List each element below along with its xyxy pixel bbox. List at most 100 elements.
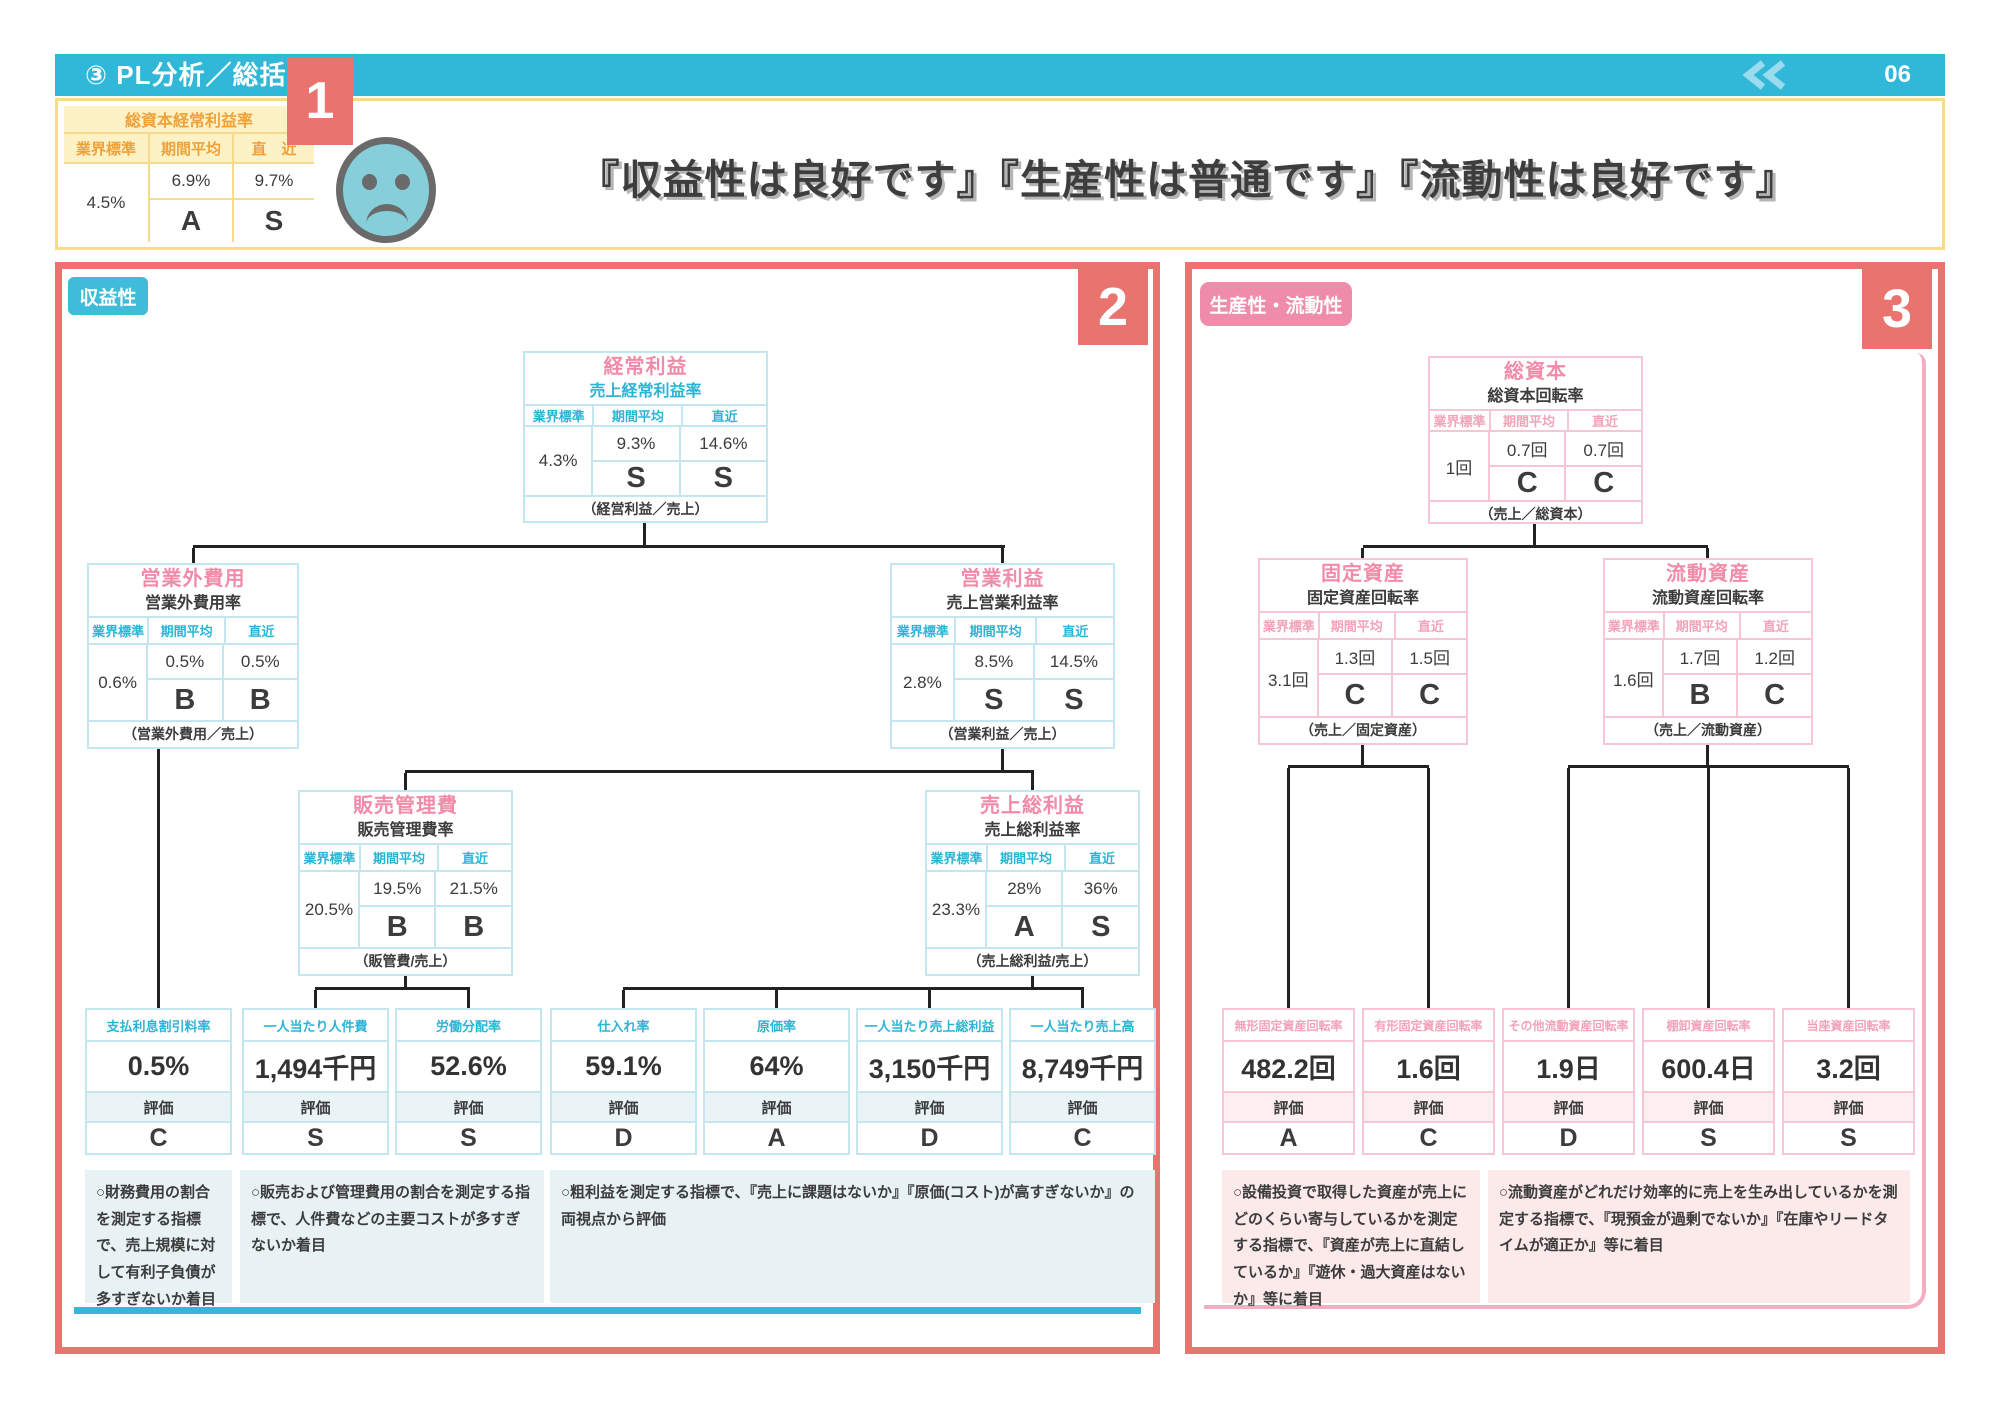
header-industry-standard: 業界標準 bbox=[303, 851, 356, 866]
recent-column: 14.5% S bbox=[1032, 645, 1114, 720]
metric-eval-label: 評価 bbox=[705, 1093, 848, 1123]
box-formula: （売上／総資本） bbox=[1430, 500, 1641, 527]
period-average-grade: B bbox=[174, 683, 196, 716]
metric-eval-label: 評価 bbox=[87, 1093, 230, 1123]
box-header-row: 業界標準 期間平均 直近 bbox=[1260, 611, 1466, 640]
period-average-value: 6.9% bbox=[150, 164, 234, 200]
metric-eval-label: 評価 bbox=[1364, 1093, 1493, 1123]
page-number: 06 bbox=[1884, 61, 1911, 88]
metric-box-tangible-fixed-asset-turnover: 有形固定資産回転率 1.6回 評価 C bbox=[1362, 1008, 1495, 1155]
box-values: 20.5% 19.5% B 21.5% B bbox=[300, 872, 511, 947]
recent-value: 14.6% bbox=[680, 427, 767, 462]
tree-connector bbox=[1567, 768, 1570, 1008]
tree-connector bbox=[1706, 745, 1709, 765]
header-recent: 直近 bbox=[1567, 411, 1641, 430]
panel-accent-frame bbox=[1204, 353, 1926, 1309]
period-average-value: 28% bbox=[986, 872, 1062, 907]
tree-connector bbox=[1533, 521, 1536, 545]
metric-box-sales-per-person: 一人当たり売上高 8,749千円 評価 C bbox=[1009, 1008, 1156, 1155]
sad-face-icon bbox=[336, 137, 436, 243]
metric-grade: D bbox=[1559, 1123, 1578, 1152]
header-recent: 直近 bbox=[681, 406, 766, 425]
tree-connector bbox=[1081, 990, 1084, 1008]
recent-grade: S bbox=[1091, 910, 1111, 943]
tree-connector bbox=[157, 748, 160, 1008]
recent-value: 14.5% bbox=[1034, 645, 1114, 680]
metric-grade: A bbox=[1279, 1123, 1298, 1152]
industry-standard-value: 23.3% bbox=[931, 899, 981, 919]
tree-connector bbox=[1707, 768, 1710, 1008]
box-subtitle: 流動資産回転率 bbox=[1651, 590, 1764, 607]
period-average-column: 28% A bbox=[984, 872, 1062, 947]
tree-connector bbox=[1031, 773, 1034, 790]
metric-grade: D bbox=[920, 1123, 939, 1152]
box-values: 1回 0.7回 C 0.7回 C bbox=[1430, 432, 1641, 500]
metric-value: 8,749千円 bbox=[1011, 1042, 1154, 1093]
box-header-row: 業界標準 期間平均 直近 bbox=[525, 404, 766, 427]
tree-box-non-operating-expenses: 営業外費用 営業外費用率 業界標準 期間平均 直近 0.6% 0.5% B 0.… bbox=[87, 563, 299, 749]
metric-label: 一人当たり売上総利益 bbox=[858, 1010, 1001, 1042]
section-badge-3: 3 bbox=[1862, 269, 1932, 349]
recent-grade: C bbox=[1764, 679, 1786, 711]
header-period-average: 期間平均 bbox=[986, 845, 1064, 870]
recent-value: 36% bbox=[1063, 872, 1138, 907]
metric-grade: S bbox=[1700, 1123, 1717, 1152]
tree-box-fixed-assets: 固定資産 固定資産回転率 業界標準 期間平均 直近 3.1回 1.3回 C 1.… bbox=[1258, 558, 1468, 745]
metric-value: 1.9日 bbox=[1504, 1042, 1633, 1093]
industry-standard-value: 3.1回 bbox=[1267, 670, 1309, 690]
profitability-label: 収益性 bbox=[68, 277, 148, 315]
header-recent: 直近 bbox=[224, 618, 297, 643]
note-current-assets: ○流動資産がどれだけ効率的に売上を生み出しているかを測定する指標で、『現預金が過… bbox=[1488, 1170, 1910, 1303]
recent-column: 21.5% B bbox=[434, 872, 511, 947]
recent-value: 0.7回 bbox=[1566, 432, 1641, 467]
header-industry-standard: 業界標準 bbox=[532, 409, 585, 424]
box-title: 販売管理費 bbox=[353, 795, 458, 817]
recent-value: 21.5% bbox=[436, 872, 511, 907]
metric-box-quick-asset-turnover: 当座資産回転率 3.2回 評価 S bbox=[1782, 1008, 1915, 1155]
summary-table: 総資本経常利益率 業界標準 期間平均 直 近 4.5% 6.9% 9.7% A … bbox=[64, 106, 314, 242]
metric-value: 600.4日 bbox=[1644, 1042, 1773, 1093]
period-average-column: 1.7回 B bbox=[1661, 640, 1737, 716]
metric-box-interest-rate: 支払利息割引料率 0.5% 評価 C bbox=[85, 1008, 232, 1155]
tree-connector bbox=[314, 990, 317, 1008]
metric-label: その他流動資産回転率 bbox=[1504, 1010, 1633, 1042]
tree-connector bbox=[1287, 768, 1290, 1008]
box-header-row: 業界標準 期間平均 直近 bbox=[927, 843, 1138, 872]
metric-label: 仕入れ率 bbox=[552, 1010, 695, 1042]
tree-box-current-assets: 流動資産 流動資産回転率 業界標準 期間平均 直近 1.6回 1.7回 B 1.… bbox=[1603, 558, 1813, 745]
metric-value: 3.2回 bbox=[1784, 1042, 1913, 1093]
tree-connector bbox=[1031, 975, 1034, 987]
header-period-average: 期間平均 bbox=[592, 406, 681, 425]
metric-label: 支払利息割引料率 bbox=[87, 1010, 230, 1042]
box-formula: （営業外費用／売上） bbox=[89, 720, 297, 747]
industry-standard-value: 4.3% bbox=[538, 451, 578, 470]
box-title: 売上総利益 bbox=[980, 795, 1085, 817]
metric-eval-label: 評価 bbox=[1504, 1093, 1633, 1123]
box-subtitle: 営業外費用率 bbox=[144, 595, 241, 612]
metric-value: 482.2回 bbox=[1224, 1042, 1353, 1093]
header-period-average: 期間平均 bbox=[1662, 613, 1739, 638]
section-badge-1: 1 bbox=[287, 57, 353, 145]
recent-value: 1.2回 bbox=[1738, 640, 1811, 675]
tree-connector bbox=[1001, 548, 1004, 563]
tree-connector bbox=[404, 773, 407, 790]
period-average-column: 9.3% S bbox=[591, 427, 679, 495]
recent-column: 14.6% S bbox=[678, 427, 767, 495]
period-average-value: 1.3回 bbox=[1318, 640, 1392, 675]
metric-box-purchase-rate: 仕入れ率 59.1% 評価 D bbox=[550, 1008, 697, 1155]
recent-grade: B bbox=[463, 910, 485, 943]
box-formula: （販管費/売上） bbox=[300, 947, 511, 974]
recent-column: 1.2回 C bbox=[1736, 640, 1811, 716]
note-capital-investment: ○設備投資で取得した資産が売上にどのくらい寄与しているかを測定する指標で、『資産… bbox=[1222, 1170, 1480, 1308]
metric-grade: D bbox=[614, 1123, 633, 1152]
header-period-average: 期間平均 bbox=[953, 618, 1036, 643]
tree-connector bbox=[315, 987, 470, 990]
tree-box-gross-profit: 売上総利益 売上総利益率 業界標準 期間平均 直近 23.3% 28% A 36… bbox=[925, 790, 1140, 976]
header-period-average: 期間平均 bbox=[150, 134, 234, 164]
metric-eval-label: 評価 bbox=[552, 1093, 695, 1123]
box-header-row: 業界標準 期間平均 直近 bbox=[892, 616, 1113, 645]
period-average-value: 19.5% bbox=[359, 872, 435, 907]
tree-connector bbox=[1361, 548, 1364, 558]
metric-label: 有形固定資産回転率 bbox=[1364, 1010, 1493, 1042]
note-financial-cost: ○財務費用の割合を測定する指標で、売上規模に対して有利子負債が多すぎないか着目 bbox=[85, 1170, 232, 1308]
